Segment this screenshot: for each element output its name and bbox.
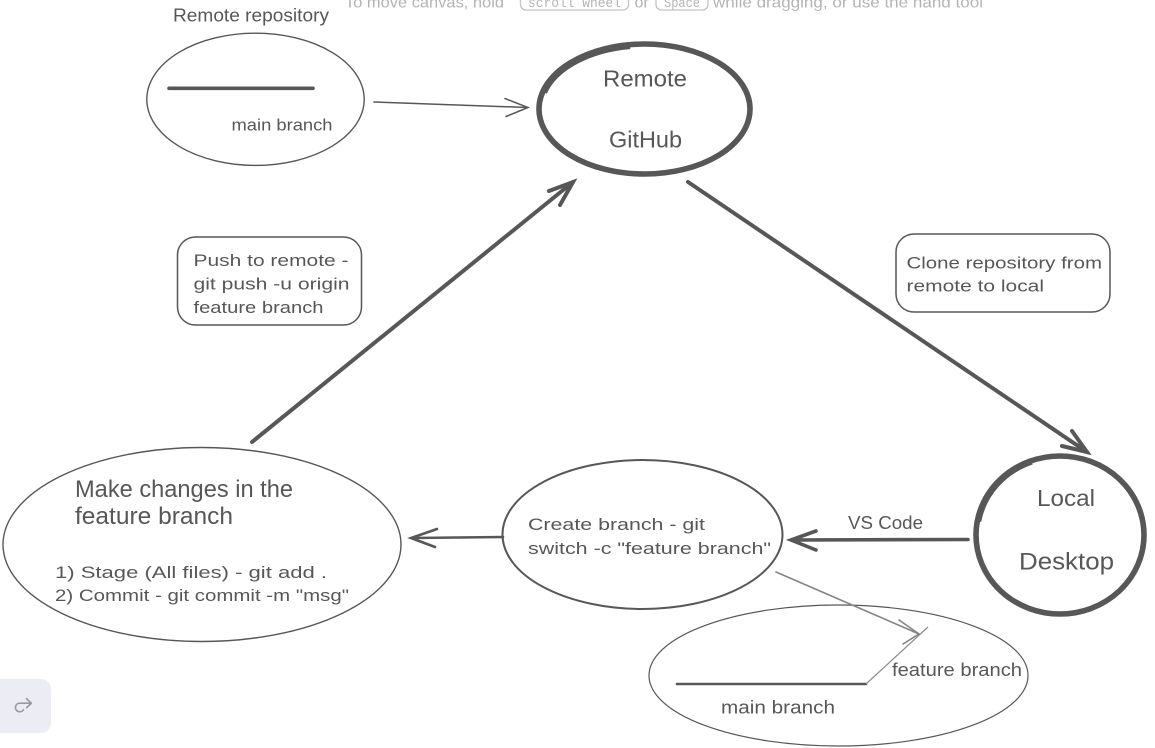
svg-text:Remote repository: Remote repository — [173, 6, 329, 26]
svg-text:Create branch - git: Create branch - git — [528, 515, 705, 534]
svg-text:scroll wheel: scroll wheel — [528, 0, 621, 12]
svg-text:feature branch: feature branch — [194, 298, 324, 317]
svg-text:Desktop: Desktop — [1019, 549, 1114, 576]
svg-text:To move canvas, hold: To move canvas, hold — [345, 0, 504, 12]
svg-text:2) Commit - git commit -m "msg: 2) Commit - git commit -m "msg" — [55, 586, 349, 605]
svg-text:Local: Local — [1037, 485, 1095, 511]
svg-text:VS Code: VS Code — [848, 513, 923, 533]
svg-text:or: or — [635, 0, 650, 12]
svg-text:main branch: main branch — [721, 698, 835, 718]
svg-text:Space: Space — [664, 0, 700, 12]
svg-text:git push -u origin: git push -u origin — [194, 275, 350, 294]
svg-text:while dragging, or use the han: while dragging, or use the hand tool — [712, 0, 983, 12]
svg-text:feature branch: feature branch — [892, 660, 1022, 680]
svg-text:Make changes in the: Make changes in the — [75, 476, 293, 503]
svg-text:feature branch: feature branch — [75, 503, 233, 530]
svg-text:Push to remote -: Push to remote - — [194, 251, 349, 270]
svg-text:Remote: Remote — [603, 66, 687, 92]
svg-text:1) Stage (All files) - git add: 1) Stage (All files) - git add . — [55, 563, 327, 582]
svg-text:Clone repository from: Clone repository from — [907, 254, 1103, 273]
svg-text:switch -c "feature branch": switch -c "feature branch" — [528, 539, 771, 558]
svg-text:main branch: main branch — [232, 116, 333, 135]
svg-text:remote to local: remote to local — [907, 277, 1045, 296]
svg-text:GitHub: GitHub — [609, 127, 682, 153]
